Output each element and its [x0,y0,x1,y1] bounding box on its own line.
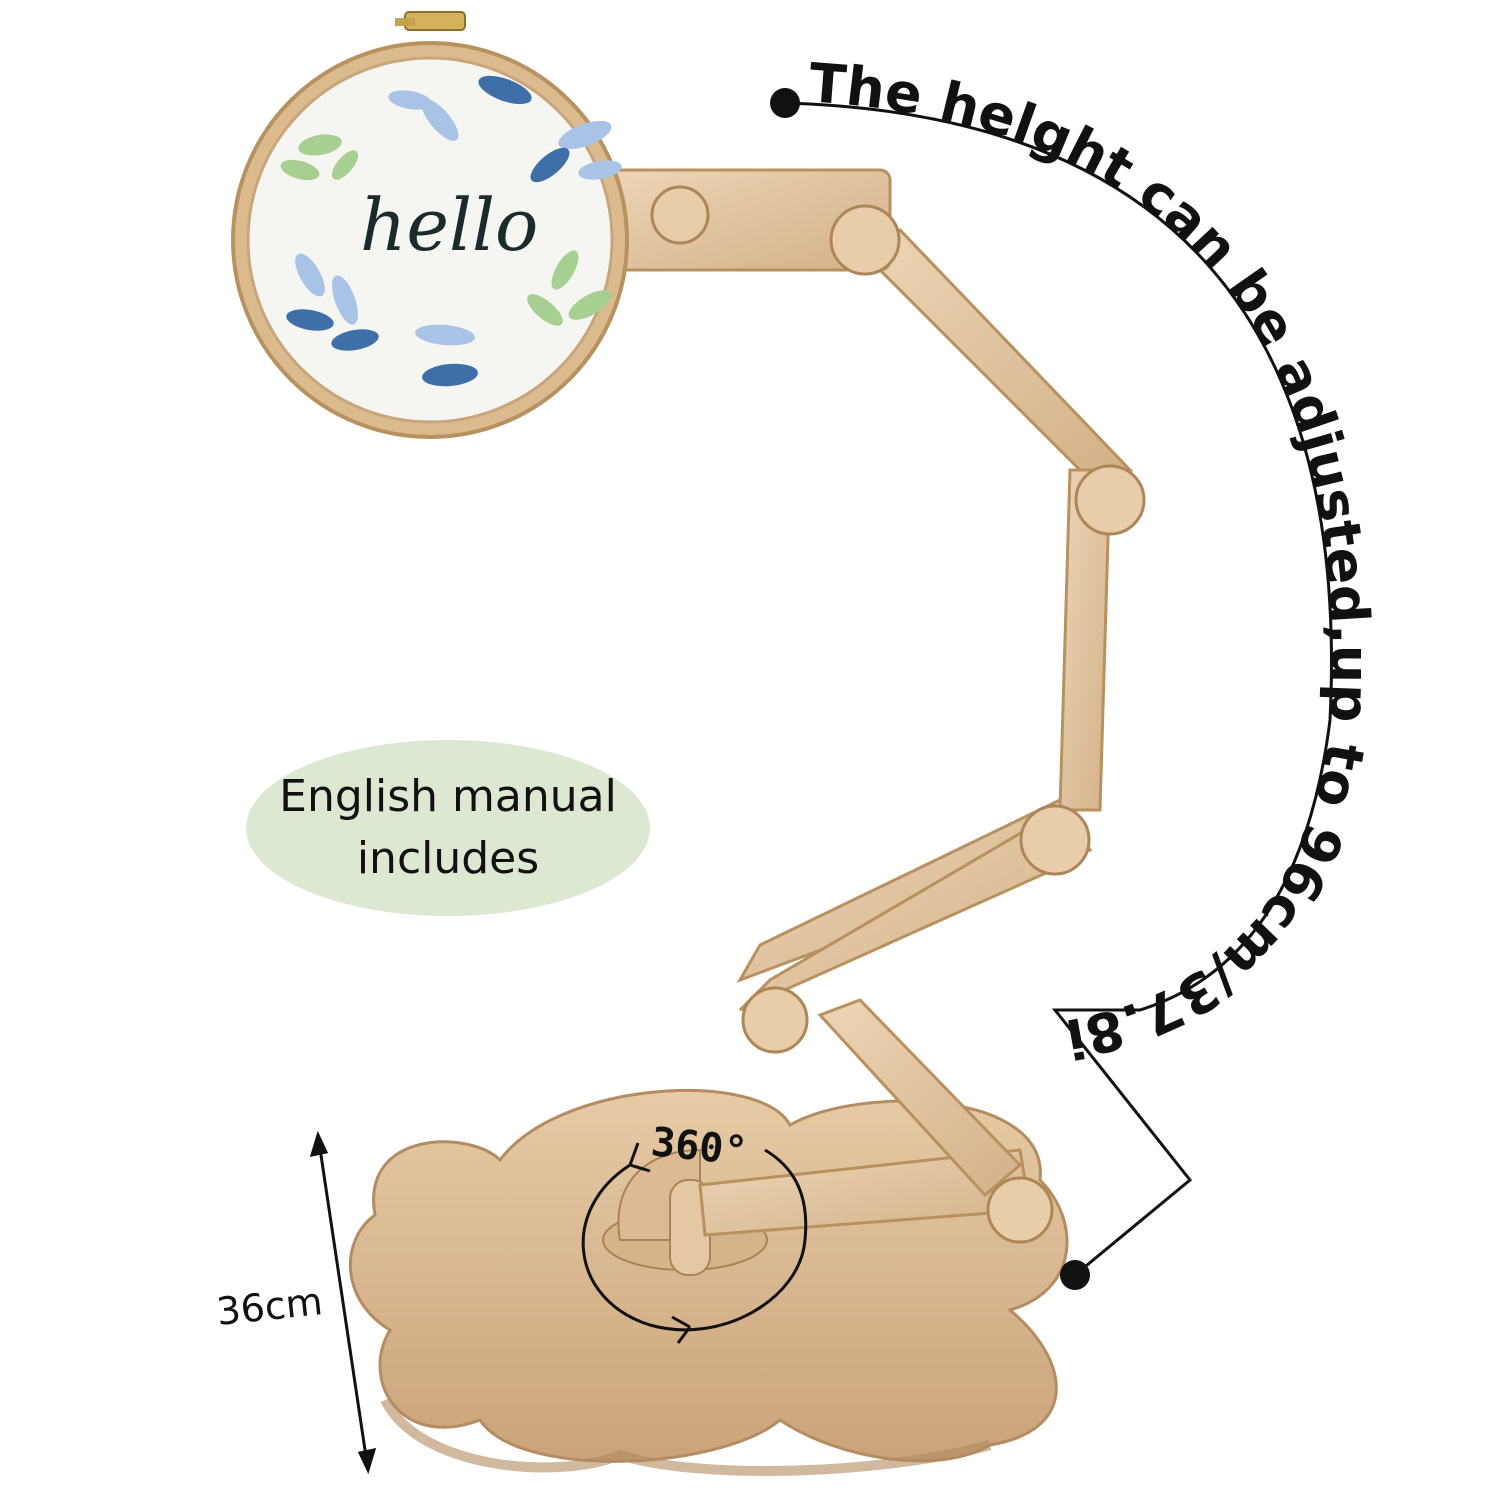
dimension-arrow [309,1130,377,1475]
joint-knobs [650,185,1146,1244]
manual-badge: English manual includes [246,740,650,916]
rotation-label: 360° [649,1119,750,1175]
dimension-label: 36cm [214,1279,324,1334]
articulated-arm [598,168,1134,1237]
headline-textpath: The helght can be adjusted,up to 96cm/37… [0,0,1382,1070]
rotation-indicator [581,1142,808,1344]
embroidered-leaves [280,75,622,387]
headline-text: The helght can be adjusted,up to 96cm/37… [0,0,1382,1070]
embroidered-word: hello [360,183,538,267]
badge-line-2: includes [356,833,540,884]
height-arc [770,88,1333,1290]
badge-line-1: English manual [279,771,617,822]
